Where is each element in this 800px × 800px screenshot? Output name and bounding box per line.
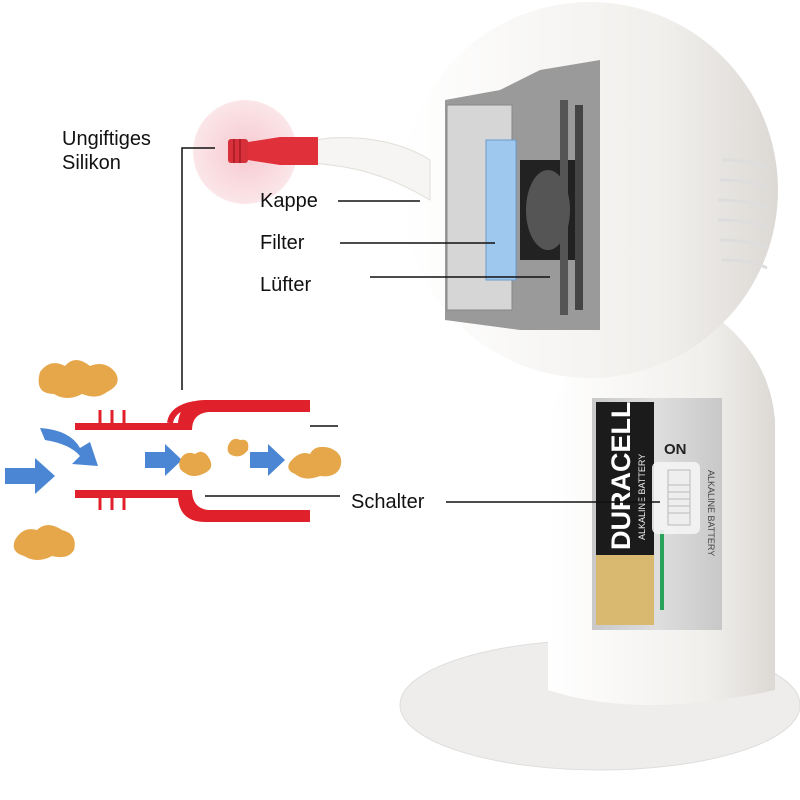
label-fan: Lüfter [260, 274, 312, 296]
debris-blob [227, 438, 249, 457]
nozzle-tube [314, 137, 431, 201]
silicone-tip [228, 137, 318, 165]
label-silicone-line2: Silikon [62, 152, 121, 174]
leader-lines [181, 147, 660, 503]
filter-part [485, 139, 517, 281]
upper-tube-hook [167, 401, 196, 424]
arrow-right-icon [145, 444, 182, 476]
vent-slots [717, 158, 769, 270]
debris-blob [179, 451, 212, 476]
battery-brand: DURACELL [606, 402, 636, 551]
debris-blob [13, 525, 75, 560]
label-filter: Filter [260, 232, 305, 254]
label-switch: Schalter [351, 491, 425, 513]
label-silicone: Ungiftiges Silikon [62, 127, 151, 175]
power-switch[interactable] [667, 469, 691, 526]
battery-type: ALKALINE BATTERY [637, 454, 647, 540]
upper-tube-wall [75, 400, 310, 430]
arrow-right-icon [250, 444, 285, 476]
curved-arrow-icon [40, 428, 98, 466]
debris-blob [38, 360, 118, 398]
lower-tube-wall [75, 490, 310, 522]
arrow-right-icon [5, 458, 55, 494]
label-silicone-line1: Ungiftiges [62, 128, 151, 150]
debris-blob [288, 446, 342, 479]
airflow-illustration [5, 360, 342, 560]
battery-type-mirrored: ALKALINE BATTERY [706, 470, 716, 556]
switch-on-label: ON [664, 441, 687, 458]
label-cap: Kappe [260, 190, 318, 212]
